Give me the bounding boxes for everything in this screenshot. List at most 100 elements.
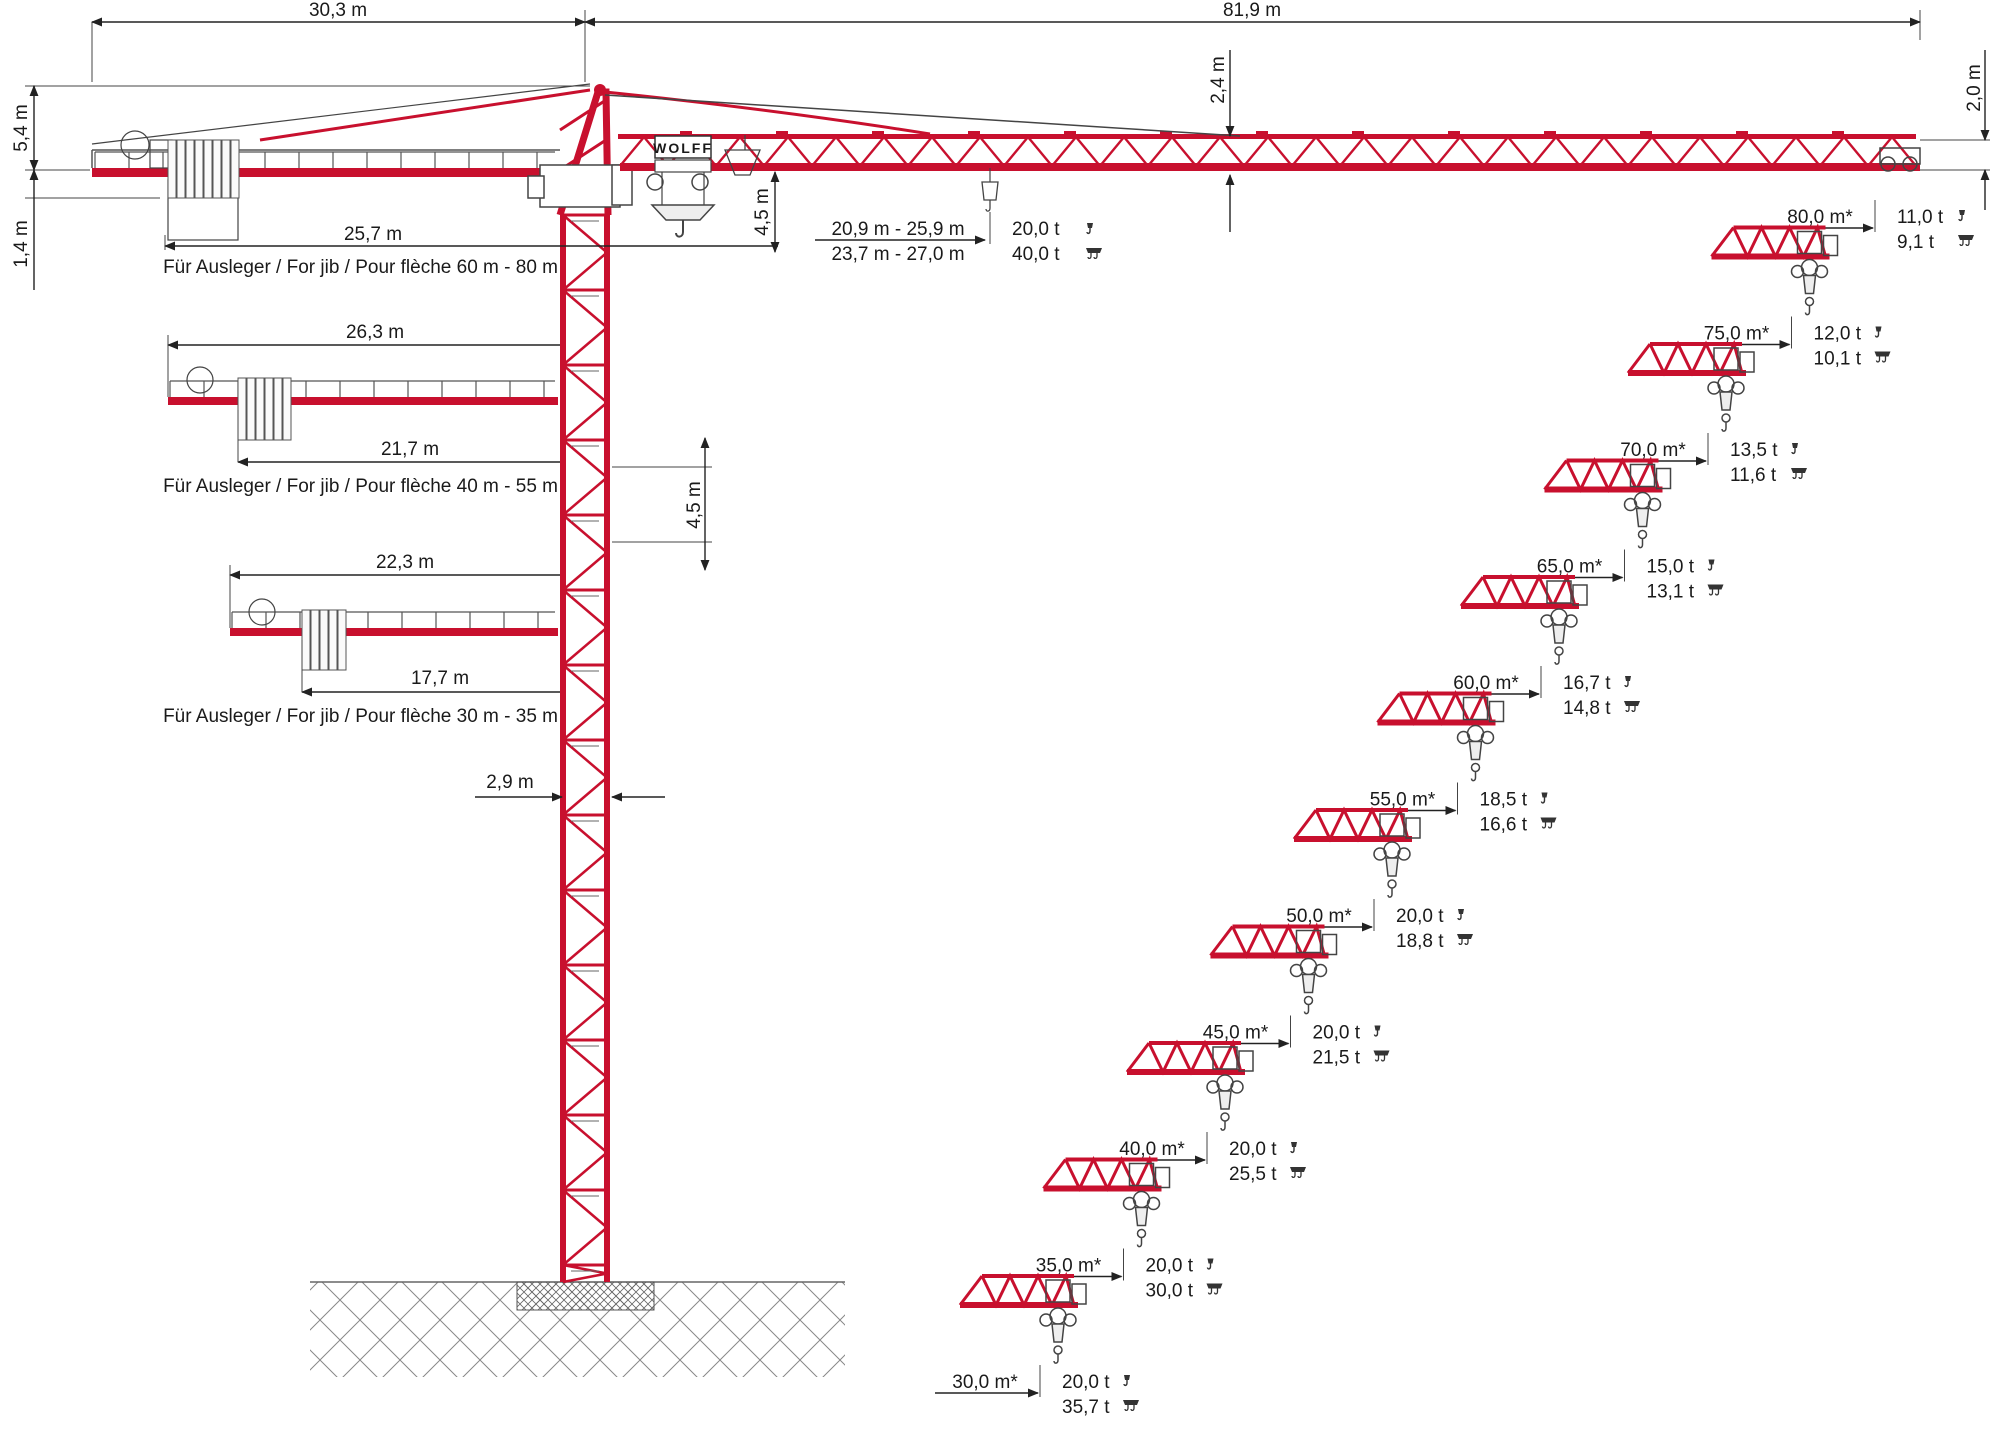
jib-variant-radius: 75,0 m* <box>1704 324 1770 345</box>
jib-variant-load-double: 14,8 t <box>1563 698 1611 719</box>
jib-variant-load-double: 11,6 t <box>1730 465 1777 486</box>
main-load-range-2: 23,7 m - 27,0 m <box>831 244 964 265</box>
jib-variant-drawing <box>1209 923 1338 1016</box>
left-height-dimensions <box>25 84 590 290</box>
counter-jib-2-length: 26,3 m <box>346 322 404 343</box>
jib-variant-radius: 35,0 m* <box>1036 1256 1102 1277</box>
jib-variant-load-single: 16,7 t <box>1563 673 1611 694</box>
jib-variant-load-single: 20,0 t <box>1313 1023 1361 1044</box>
single-hook-icon <box>1791 442 1799 455</box>
jib-variant-load-single: 15,0 t <box>1647 557 1695 578</box>
double-hook-icon <box>1873 350 1892 363</box>
jib-variant: 70,0 m*13,5 t11,6 t <box>1603 340 1808 486</box>
jib-variant-load-single: 11,0 t <box>1897 207 1944 228</box>
counter-jib-2-ballast: 21,7 m <box>381 439 439 460</box>
jib-variant-load-double: 18,8 t <box>1396 931 1444 952</box>
counter-jib-3-caption: Für Ausleger / For jib / Pour flèche 30 … <box>163 706 558 727</box>
main-load-2: 40,0 t <box>1012 244 1060 265</box>
jib-variant-radius: 40,0 m* <box>1119 1139 1185 1160</box>
single-hook-icon <box>1958 209 1966 222</box>
double-hook-icon <box>1372 1049 1391 1062</box>
jib-variant: 45,0 m* 20,0 t 21,5 t <box>1185 923 1391 1069</box>
jib-variant-drawing <box>958 1272 1088 1365</box>
single-hook-icon <box>1373 1024 1382 1037</box>
a-frame-height-label: 5,4 m <box>11 104 32 152</box>
single-hook-icon <box>1457 908 1465 921</box>
jib-tip-height-dimension <box>1920 50 1990 210</box>
jib-variant-drawing <box>1626 340 1756 433</box>
jib-variant-load-single: 20,0 t <box>1062 1372 1110 1393</box>
jib-length-label: 81,9 m <box>1223 0 1281 21</box>
jib-variant-load-double: 16,6 t <box>1480 815 1528 836</box>
brand-logo: WOLFF <box>653 140 713 156</box>
main-load-table: 20,9 m - 25,9 m 23,7 m - 27,0 m 20,0 t 4… <box>815 212 1103 265</box>
jib-variant: 50,0 m*20,0 t18,8 t <box>1269 806 1474 952</box>
jib-variant: 55,0 m*18,5 t16,6 t <box>1352 690 1558 836</box>
counter-jib-1-caption: Für Ausleger / For jib / Pour flèche 60 … <box>163 257 558 278</box>
hook-range-marker <box>981 168 999 212</box>
jib-variant: 65,0 m*15,0 t13,1 t <box>1519 457 1725 603</box>
ground <box>310 1281 845 1377</box>
jib-variant-drawing <box>1292 806 1422 899</box>
tower-section-label: 4,5 m <box>684 481 705 529</box>
jib-variant-radius: 50,0 m* <box>1286 906 1352 927</box>
counter-jib-3-ballast: 17,7 m <box>411 668 469 689</box>
jib-variant-load-double: 35,7 t <box>1062 1397 1110 1418</box>
double-hook-icon <box>1122 1399 1140 1412</box>
jib-variant: 30,0 m* 20,0 t 35,7 t <box>935 1272 1140 1418</box>
jib-variant: 60,0 m* 16,7 t 14,8 t <box>1436 573 1641 719</box>
double-hook-icon <box>1205 1282 1224 1295</box>
jib-variant: 40,0 m* 20,0 t 25,5 t <box>1102 1039 1307 1185</box>
double-hook-icon <box>1790 467 1808 480</box>
jib-variant-radius: 65,0 m* <box>1537 557 1603 578</box>
main-load-1: 20,0 t <box>1012 219 1060 240</box>
tower-section-dimension <box>612 436 712 572</box>
counter-jib-40-55 <box>168 366 558 441</box>
jib-variant-radius: 55,0 m* <box>1370 790 1436 811</box>
jib-variant-load-double: 25,5 t <box>1229 1164 1277 1185</box>
single-hook-icon <box>1707 558 1716 571</box>
counter-jib-1-length: 25,7 m <box>344 224 402 245</box>
counter-jib-30-35 <box>230 598 558 671</box>
jib-variant-load-single: 20,0 t <box>1229 1139 1277 1160</box>
jib-variant-drawing <box>1125 1039 1255 1132</box>
counter-jib-length-label: 30,3 m <box>309 0 367 21</box>
jib-variant: 75,0 m* 12,0 t 10,1 t <box>1686 224 1892 370</box>
jib-variant-load-single: 20,0 t <box>1146 1256 1194 1277</box>
tower-head <box>527 84 633 217</box>
single-hook-icon <box>1540 791 1549 804</box>
single-hook-icon <box>1874 325 1883 338</box>
tower-width-label: 2,9 m <box>486 772 534 793</box>
single-hook-icon <box>1290 1141 1298 1154</box>
single-hook-icon <box>1206 1257 1215 1270</box>
jib-variant-drawing <box>1710 224 1839 317</box>
jib-variant-load-double: 10,1 t <box>1814 349 1862 370</box>
tie-height-label: 2,4 m <box>1208 56 1229 104</box>
jib-variant-load-double: 30,0 t <box>1146 1281 1194 1302</box>
jib-variant-load-double: 9,1 t <box>1897 232 1935 253</box>
top-dimension-lines <box>90 10 1922 82</box>
tower-mast <box>560 213 610 1284</box>
counter-jib-2-caption: Für Ausleger / For jib / Pour flèche 40 … <box>163 476 558 497</box>
jib-variant-load-double: 21,5 t <box>1313 1048 1361 1069</box>
jib-variant-radius: 80,0 m* <box>1787 207 1853 228</box>
jib-variant-radius: 60,0 m* <box>1453 673 1519 694</box>
main-jib <box>604 90 1921 172</box>
trolley-hook-block: WOLFF <box>646 135 761 238</box>
single-hook-icon <box>1086 222 1094 235</box>
jib-variant-radius: 45,0 m* <box>1203 1023 1269 1044</box>
counter-jib-depth-label: 1,4 m <box>11 220 32 268</box>
counter-jib-3-length: 22,3 m <box>376 552 434 573</box>
main-load-range-1: 20,9 m - 25,9 m <box>831 219 964 240</box>
double-hook-icon <box>1456 933 1474 946</box>
double-hook-icon <box>1289 1166 1307 1179</box>
jib-tip-height-label: 2,0 m <box>1964 64 1985 112</box>
jib-variant-load-single: 12,0 t <box>1814 324 1862 345</box>
single-hook-icon <box>1624 675 1632 688</box>
double-hook-icon <box>1957 234 1975 247</box>
single-hook-icon <box>1123 1374 1131 1387</box>
jib-variant-radius: 30,0 m* <box>952 1372 1018 1393</box>
jib-variant-drawing <box>1376 690 1505 783</box>
jib-variant: 80,0 m* 11,0 t 9,1 t <box>1770 200 1975 253</box>
